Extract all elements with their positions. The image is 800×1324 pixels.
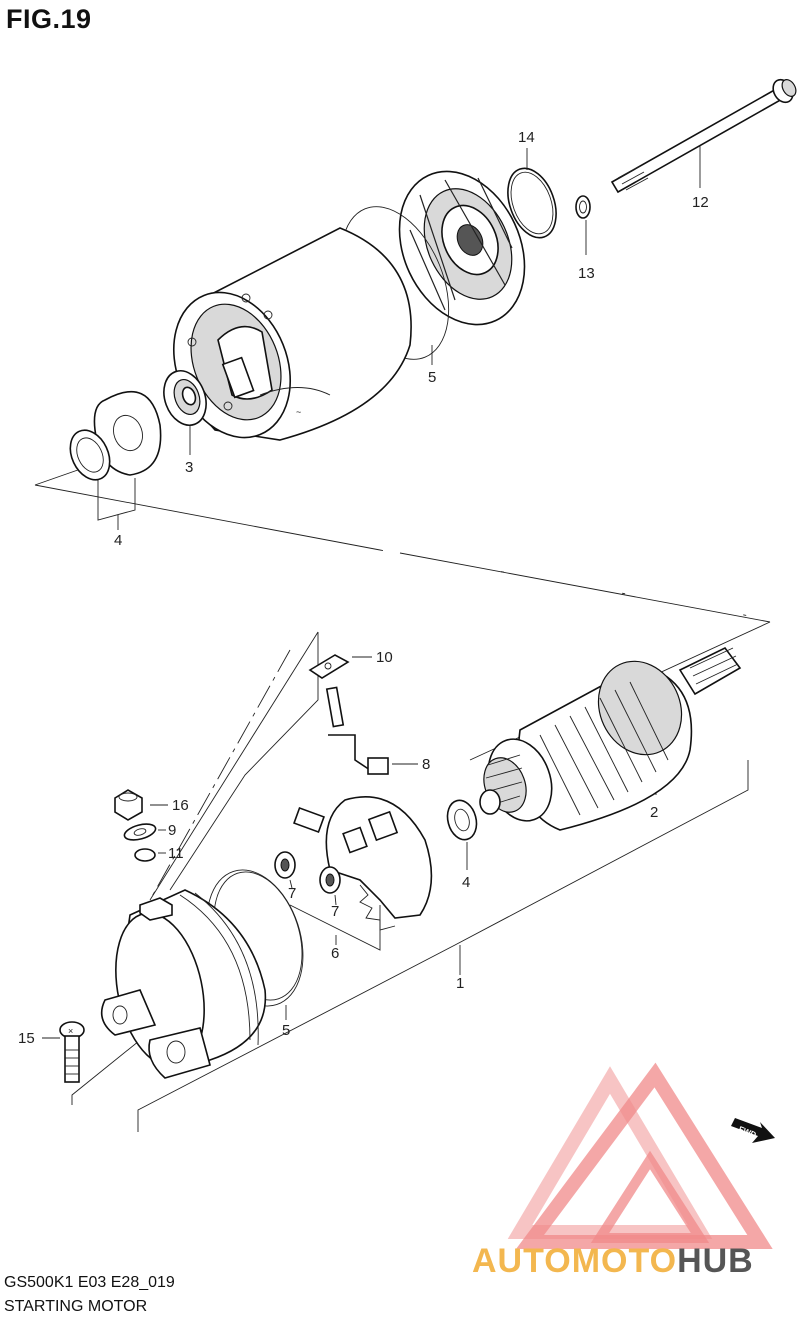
callout-1: 1 (456, 975, 464, 992)
callout-10: 10 (376, 649, 393, 666)
callout-7-right: 7 (331, 903, 339, 920)
svg-text:~: ~ (296, 407, 301, 417)
part-15-mount-bolt: × (42, 1021, 85, 1083)
part-6-brush-holder (293, 796, 433, 931)
part-14-o-ring (507, 148, 557, 239)
callout-13: 13 (578, 265, 595, 282)
figure-code: GS500K1 E03 E28_019 (4, 1274, 175, 1291)
callout-labels: 1 2 3 4 4 5 5 6 7 7 8 9 10 11 12 13 14 1… (18, 129, 709, 1047)
front-housing (100, 889, 267, 1079)
svg-text:×: × (68, 1026, 73, 1036)
watermark-logo: AUTOMOTOHUB (472, 1062, 773, 1280)
callout-11: 11 (168, 845, 184, 862)
watermark-brand-first: AUTOMOTOHUB (472, 1242, 754, 1280)
callout-6: 6 (331, 945, 339, 962)
part-10-terminal-clip (308, 654, 372, 679)
figure-name: STARTING MOTOR (4, 1298, 148, 1315)
part-3-oil-seal (163, 370, 207, 455)
part-13-washer (575, 195, 591, 255)
part-8-brush-terminal (325, 686, 418, 775)
part-16-nut (114, 789, 168, 821)
callout-14: 14 (518, 129, 535, 146)
callout-4-upper: 4 (114, 532, 122, 549)
part-11-o-ring (134, 848, 166, 862)
callout-9: 9 (168, 822, 176, 839)
part-9-washer (123, 823, 166, 841)
part-12-through-bolt (610, 78, 797, 194)
callout-3: 3 (185, 459, 193, 476)
callout-4-lower: 4 (462, 874, 470, 891)
yoke-housing: ~ (172, 227, 412, 441)
callout-5-lower: 5 (282, 1022, 290, 1039)
callout-7-left: 7 (288, 885, 296, 902)
callout-5-upper: 5 (428, 369, 436, 386)
callout-12: 12 (692, 194, 709, 211)
callout-8: 8 (422, 756, 430, 773)
callout-15: 15 (18, 1030, 35, 1047)
part-4-upper-washer-plate (69, 390, 162, 481)
part-7-bushings (274, 851, 341, 906)
callout-2: 2 (650, 804, 658, 821)
figure-title: FIG.19 (6, 4, 92, 34)
callout-16: 16 (172, 797, 189, 814)
part-4-lower-washer (446, 799, 478, 870)
part-2-armature (479, 646, 742, 831)
fwd-direction-arrow: FWD (731, 1118, 775, 1143)
rear-end-cover (398, 170, 526, 326)
